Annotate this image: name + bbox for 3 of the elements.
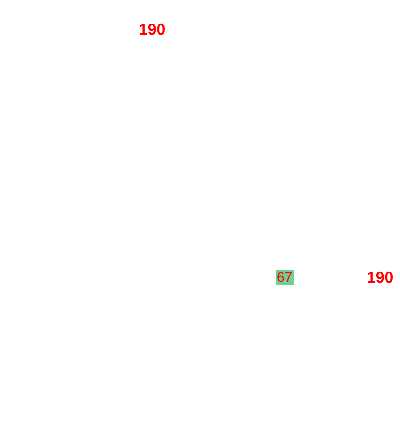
value-label: 190: [367, 270, 394, 288]
value-label: 190: [139, 22, 166, 40]
value-tag: 67: [276, 270, 294, 285]
